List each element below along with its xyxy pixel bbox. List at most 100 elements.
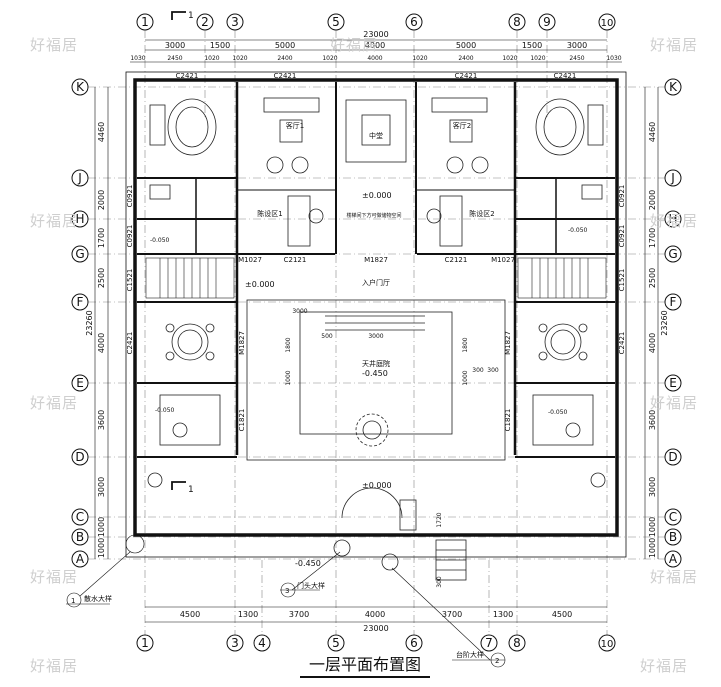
svg-text:6: 6 bbox=[410, 636, 418, 650]
svg-text:C2121: C2121 bbox=[284, 256, 307, 264]
svg-text:1020: 1020 bbox=[204, 55, 219, 62]
window-labels: C2421 C2421 C2421 C2421 C0921 C0921 C092… bbox=[126, 72, 626, 431]
svg-text:C1821: C1821 bbox=[504, 409, 512, 432]
svg-text:-0.050: -0.050 bbox=[150, 237, 170, 244]
axis-left-E: E bbox=[71, 374, 89, 392]
axis-bottom-5: 5 bbox=[327, 634, 345, 652]
svg-text:2450: 2450 bbox=[569, 55, 584, 62]
axis-left-D: D bbox=[71, 448, 89, 466]
dim-bottom-6: 1300 bbox=[493, 610, 513, 619]
axis-top-9: 9 bbox=[538, 13, 556, 31]
svg-text:1800: 1800 bbox=[285, 337, 292, 352]
svg-text:3000: 3000 bbox=[368, 333, 383, 340]
svg-text:F: F bbox=[670, 295, 677, 309]
svg-text:B: B bbox=[669, 530, 677, 544]
room-entrance: 入户门厅 bbox=[362, 278, 390, 287]
svg-text:1000: 1000 bbox=[97, 517, 106, 537]
dimension-text-left: 4460 2000 1700 2500 4000 3600 3000 1000 … bbox=[85, 122, 669, 558]
svg-text:-0.450: -0.450 bbox=[362, 369, 388, 378]
svg-text:1030: 1030 bbox=[606, 55, 621, 62]
svg-text:D: D bbox=[75, 450, 84, 464]
axis-left-H: H bbox=[71, 210, 89, 228]
svg-text:1020: 1020 bbox=[502, 55, 517, 62]
svg-text:7: 7 bbox=[485, 636, 493, 650]
room-living-right: 客厅2 bbox=[453, 121, 471, 130]
svg-text:M1027: M1027 bbox=[238, 256, 262, 264]
svg-text:1: 1 bbox=[141, 15, 149, 29]
axis-right-C: C bbox=[664, 508, 682, 526]
svg-text:3000: 3000 bbox=[292, 308, 307, 315]
svg-text:3: 3 bbox=[231, 15, 239, 29]
svg-text:2000: 2000 bbox=[97, 190, 106, 210]
svg-text:F: F bbox=[77, 295, 84, 309]
axis-right-D: D bbox=[664, 448, 682, 466]
svg-text:1020: 1020 bbox=[412, 55, 427, 62]
svg-text:1700: 1700 bbox=[97, 228, 106, 248]
svg-text:3000: 3000 bbox=[97, 477, 106, 497]
axis-right-A: A bbox=[664, 550, 682, 568]
axis-bottom-3: 3 bbox=[226, 634, 244, 652]
dimension-text-bottom: 4500 1300 3700 4000 3700 1300 4500 23000 bbox=[180, 610, 572, 633]
dim-top-5: 5000 bbox=[456, 41, 476, 50]
room-study-right: 陈设区2 bbox=[469, 209, 494, 218]
svg-text:2400: 2400 bbox=[277, 55, 292, 62]
svg-text:1020: 1020 bbox=[530, 55, 545, 62]
svg-text:1720: 1720 bbox=[436, 512, 443, 527]
dim-bottom-1: 4500 bbox=[180, 610, 200, 619]
axis-right-G: G bbox=[664, 245, 682, 263]
svg-text:H: H bbox=[668, 212, 677, 226]
axis-top-1: 1 bbox=[136, 13, 154, 31]
room-labels: 客厅1 客厅2 中堂 陈设区1 陈设区2 入户门厅 天井庭院 楼梯间下方可做储物… bbox=[257, 121, 494, 368]
axis-right-B: B bbox=[664, 528, 682, 546]
svg-text:G: G bbox=[668, 247, 677, 261]
axis-top-6: 6 bbox=[405, 13, 423, 31]
dim-top-2: 1500 bbox=[210, 41, 230, 50]
svg-text:5: 5 bbox=[332, 636, 340, 650]
svg-text:1020: 1020 bbox=[322, 55, 337, 62]
axis-top-5: 5 bbox=[327, 13, 345, 31]
walls bbox=[125, 71, 627, 558]
room-courtyard: 天井庭院 bbox=[362, 359, 390, 368]
svg-text:C1521: C1521 bbox=[618, 269, 626, 292]
svg-text:A: A bbox=[76, 552, 85, 566]
callout-2-num: 2 bbox=[495, 657, 499, 665]
axis-right-H: H bbox=[664, 210, 682, 228]
axis-bottom-10: 10 bbox=[598, 634, 616, 652]
svg-text:4: 4 bbox=[258, 636, 266, 650]
axis-bottom-6: 6 bbox=[405, 634, 423, 652]
svg-text:4460: 4460 bbox=[648, 122, 657, 142]
callout-1-text: 散水大样 bbox=[84, 594, 112, 603]
section-mark-top: 1 bbox=[188, 11, 194, 21]
svg-text:23260: 23260 bbox=[85, 310, 94, 335]
dim-top-1: 3000 bbox=[165, 41, 185, 50]
svg-text:23260: 23260 bbox=[660, 310, 669, 335]
callout-2-text: 台阶大样 bbox=[456, 650, 484, 659]
dim-bottom-2: 1300 bbox=[238, 610, 258, 619]
callout-1-num: 1 bbox=[71, 597, 75, 605]
svg-text:C0921: C0921 bbox=[618, 185, 626, 208]
axis-top-3: 3 bbox=[226, 13, 244, 31]
svg-text:6: 6 bbox=[410, 15, 418, 29]
courtyard bbox=[246, 299, 506, 461]
section-mark-bottom: 1 bbox=[188, 485, 194, 495]
section-marks bbox=[171, 11, 186, 490]
dimension-subtext-top: 1030 2450 1020 1020 2400 1020 4000 1020 … bbox=[130, 55, 621, 62]
svg-text:C2421: C2421 bbox=[455, 72, 478, 80]
dimensions-left bbox=[94, 87, 659, 559]
svg-text:1030: 1030 bbox=[130, 55, 145, 62]
axis-left-F: F bbox=[71, 293, 89, 311]
svg-text:-0.050: -0.050 bbox=[155, 407, 175, 414]
axis-left-A: A bbox=[71, 550, 89, 568]
axis-bottom-1: 1 bbox=[136, 634, 154, 652]
svg-text:H: H bbox=[75, 212, 84, 226]
svg-text:8: 8 bbox=[513, 15, 521, 29]
svg-text:1020: 1020 bbox=[232, 55, 247, 62]
svg-text:3600: 3600 bbox=[648, 410, 657, 430]
svg-text:1700: 1700 bbox=[648, 228, 657, 248]
svg-text:9: 9 bbox=[543, 15, 551, 29]
svg-text:C2421: C2421 bbox=[126, 332, 134, 355]
svg-text:4000: 4000 bbox=[648, 333, 657, 353]
svg-text:3600: 3600 bbox=[97, 410, 106, 430]
svg-text:C: C bbox=[669, 510, 677, 524]
